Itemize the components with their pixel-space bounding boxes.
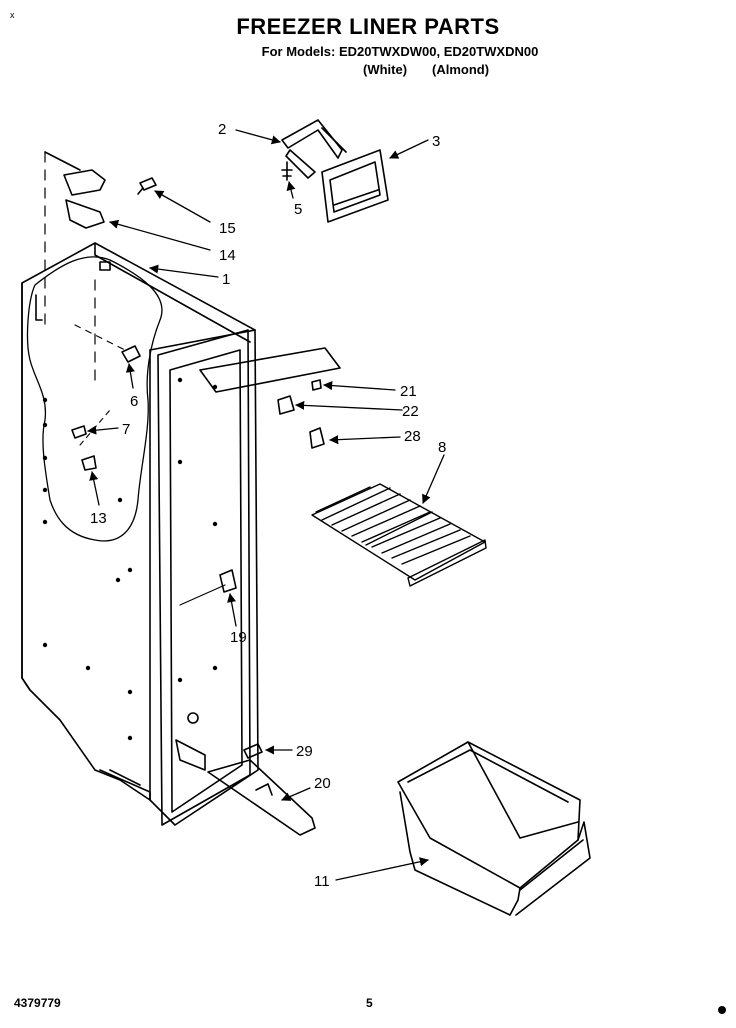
callout-15: 15 [219,220,236,237]
part-13-clip [81,455,97,471]
variant-white-label: (White) [363,62,408,77]
part-2-light-bracket [281,119,347,179]
leader-lines [87,129,445,881]
part-5-screw [281,161,293,181]
callout-3: 3 [432,133,440,150]
part-15-screw [137,177,157,195]
part-20-screw [311,379,322,391]
corner-dot [718,1006,726,1014]
cover-plate [199,347,341,393]
part-14-bracket [44,151,106,229]
part-7-screw [71,425,87,439]
callout-14: 14 [219,247,236,264]
part-21-clip [277,395,295,415]
page-number: 5 [366,996,373,1010]
callout-22: 28 [404,428,421,445]
callout-13: 13 [90,510,107,527]
document-number: 4379779 [14,996,61,1010]
corner-mark: x [10,10,15,20]
callout-8: 8 [438,439,446,456]
callout-11: 11 [314,873,330,890]
callout-21: 22 [402,403,419,420]
callout-20: 21 [400,383,417,400]
part-28-bracket [207,759,316,836]
models-line: For Models: ED20TWXDW00, ED20TWXDN00 [261,44,539,59]
callout-labels: 2 3 5 15 14 1 6 7 13 21 22 28 8 19 29 20… [90,121,446,890]
callout-6: 6 [130,393,138,410]
freezer-liner-part [21,151,259,826]
variant-almond-label: (Almond) [432,62,490,77]
part-3-light-shield [321,149,389,223]
callout-29: 29 [296,743,313,760]
callout-5: 5 [294,201,302,218]
part-11-ice-bin [397,741,591,916]
callout-28: 20 [314,775,331,792]
callout-1: 1 [222,271,230,288]
part-8-wire-shelf [311,483,487,587]
part-6-clip [121,345,141,363]
part-22-clip [309,427,325,449]
part-29-screw [243,743,263,759]
callout-7: 7 [122,421,130,438]
callout-19: 19 [230,629,247,646]
page-title: FREEZER LINER PARTS [236,14,500,39]
callout-2: 2 [218,121,226,138]
part-19-clip [219,569,237,593]
